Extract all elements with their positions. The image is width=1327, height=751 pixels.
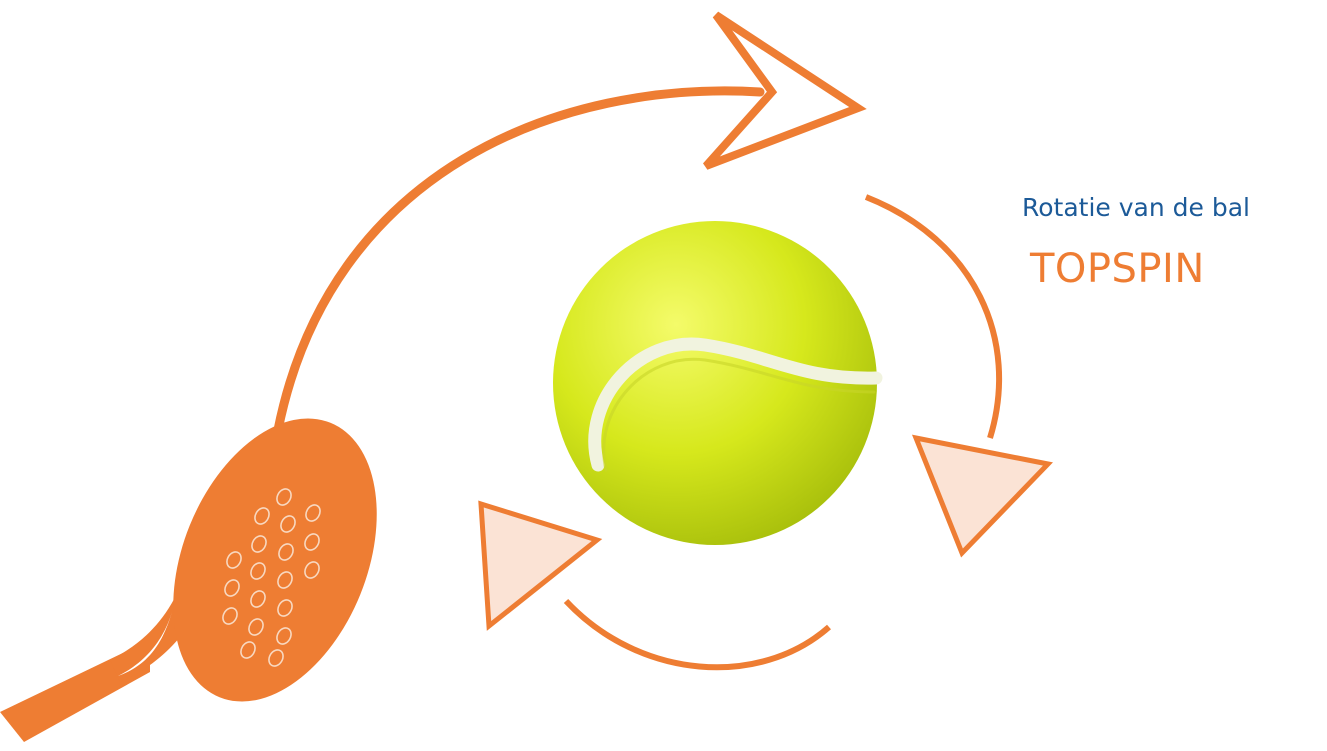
tennis-ball-icon: [553, 221, 877, 545]
ball-body: [553, 221, 877, 545]
rotation-arc-right: [866, 197, 999, 438]
racket-head: [134, 388, 415, 731]
padel-racket-icon: [0, 388, 416, 742]
topspin-title: TOPSPIN: [1030, 246, 1205, 292]
rotation-subtitle: Rotatie van de bal: [1022, 193, 1250, 222]
rotation-arc-bottom: [566, 601, 829, 667]
rotation-arrow-head-left: [481, 504, 597, 626]
rotation-arrow-head-right: [916, 438, 1048, 553]
